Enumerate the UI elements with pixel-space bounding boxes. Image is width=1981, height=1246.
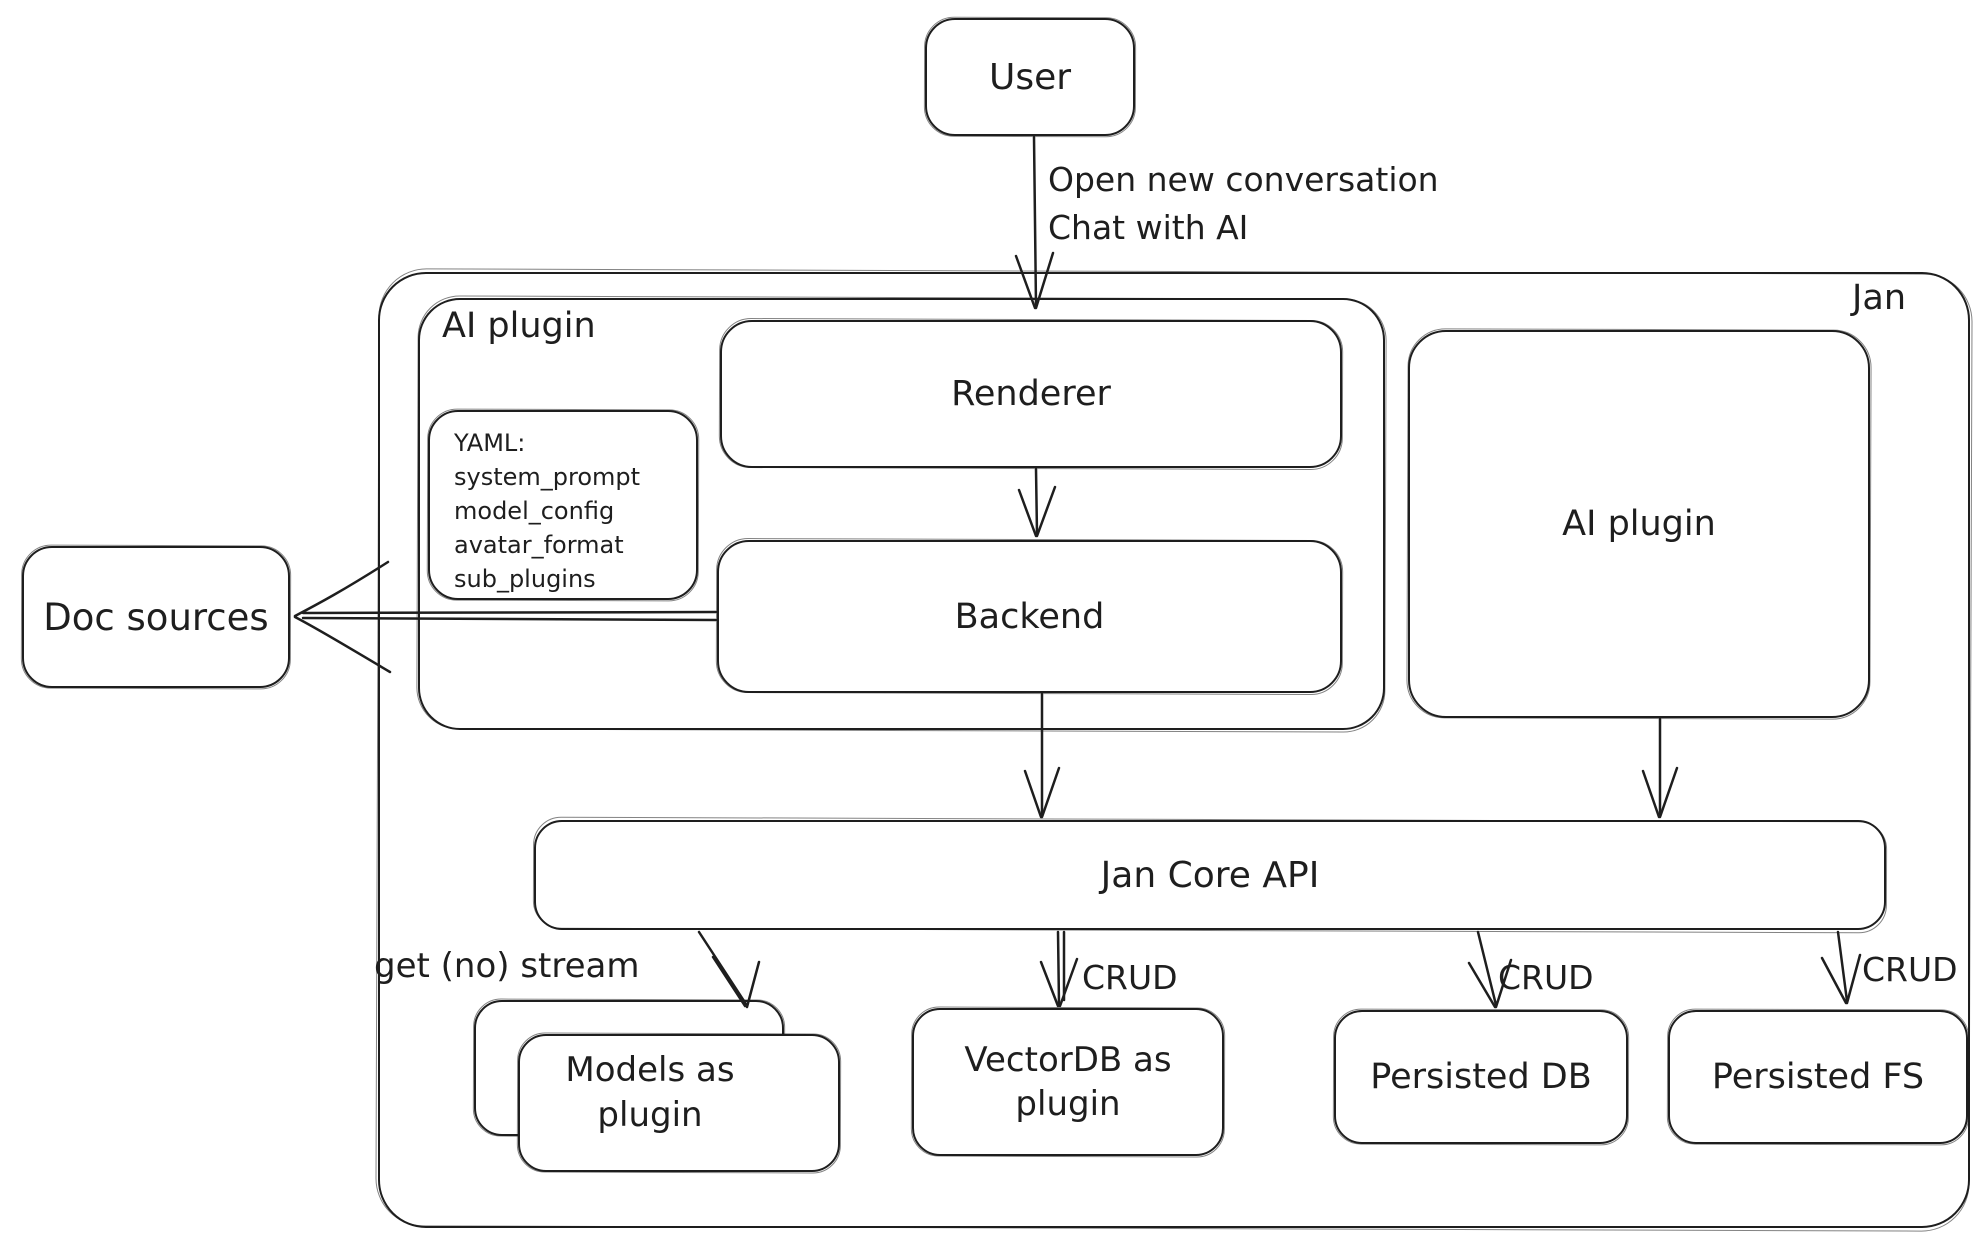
jan-core-api-node: Jan Core API — [534, 820, 1886, 930]
get-no-stream-label: get (no) stream — [374, 946, 640, 986]
vectordb-plugin-node: VectorDB as plugin — [912, 1008, 1224, 1156]
user-node: User — [925, 18, 1135, 136]
crud-label-vectordb: CRUD — [1082, 958, 1178, 997]
vectordb-plugin-label-line: VectorDB as — [964, 1040, 1172, 1080]
doc-sources-node: Doc sources — [22, 546, 290, 688]
models-plugin-label: Models as plugin — [505, 1048, 795, 1138]
yaml-note-title: YAML: — [454, 429, 526, 457]
models-plugin-label-line: plugin — [597, 1095, 703, 1135]
yaml-note-line: model_config — [454, 497, 615, 525]
persisted-fs-label: Persisted FS — [1711, 1057, 1925, 1097]
yaml-note-line: sub_plugins — [454, 565, 596, 593]
models-plugin-node-front — [518, 1034, 840, 1172]
renderer-label: Renderer — [951, 374, 1111, 414]
persisted-fs-node: Persisted FS — [1668, 1010, 1968, 1144]
backend-node: Backend — [717, 540, 1342, 693]
crud-label-persisted-db: CRUD — [1498, 958, 1594, 997]
user-flow-label-line: Chat with AI — [1048, 208, 1249, 247]
user-flow-label-line: Open new conversation — [1048, 160, 1439, 199]
ai-plugin-group-label: AI plugin — [442, 306, 596, 346]
renderer-node: Renderer — [720, 320, 1342, 468]
user-label: User — [988, 56, 1072, 98]
yaml-note: YAML: system_prompt model_config avatar_… — [428, 410, 698, 600]
persisted-db-label: Persisted DB — [1370, 1057, 1592, 1097]
vectordb-plugin-label-line: plugin — [1015, 1084, 1121, 1124]
jan-container-label: Jan — [1852, 278, 1906, 318]
backend-label: Backend — [954, 596, 1105, 637]
persisted-db-node: Persisted DB — [1334, 1010, 1628, 1144]
doc-sources-label: Doc sources — [43, 595, 269, 639]
jan-core-api-label: Jan Core API — [1100, 854, 1320, 896]
user-flow-label: Open new conversation Chat with AI — [1048, 156, 1439, 252]
yaml-note-line: avatar_format — [454, 531, 624, 559]
ai-plugin-node-label: AI plugin — [1562, 504, 1716, 544]
ai-plugin-node: AI plugin — [1408, 330, 1870, 718]
yaml-note-line: system_prompt — [454, 463, 641, 491]
crud-label-persisted-fs: CRUD — [1862, 950, 1958, 989]
models-plugin-label-line: Models as — [565, 1050, 735, 1090]
